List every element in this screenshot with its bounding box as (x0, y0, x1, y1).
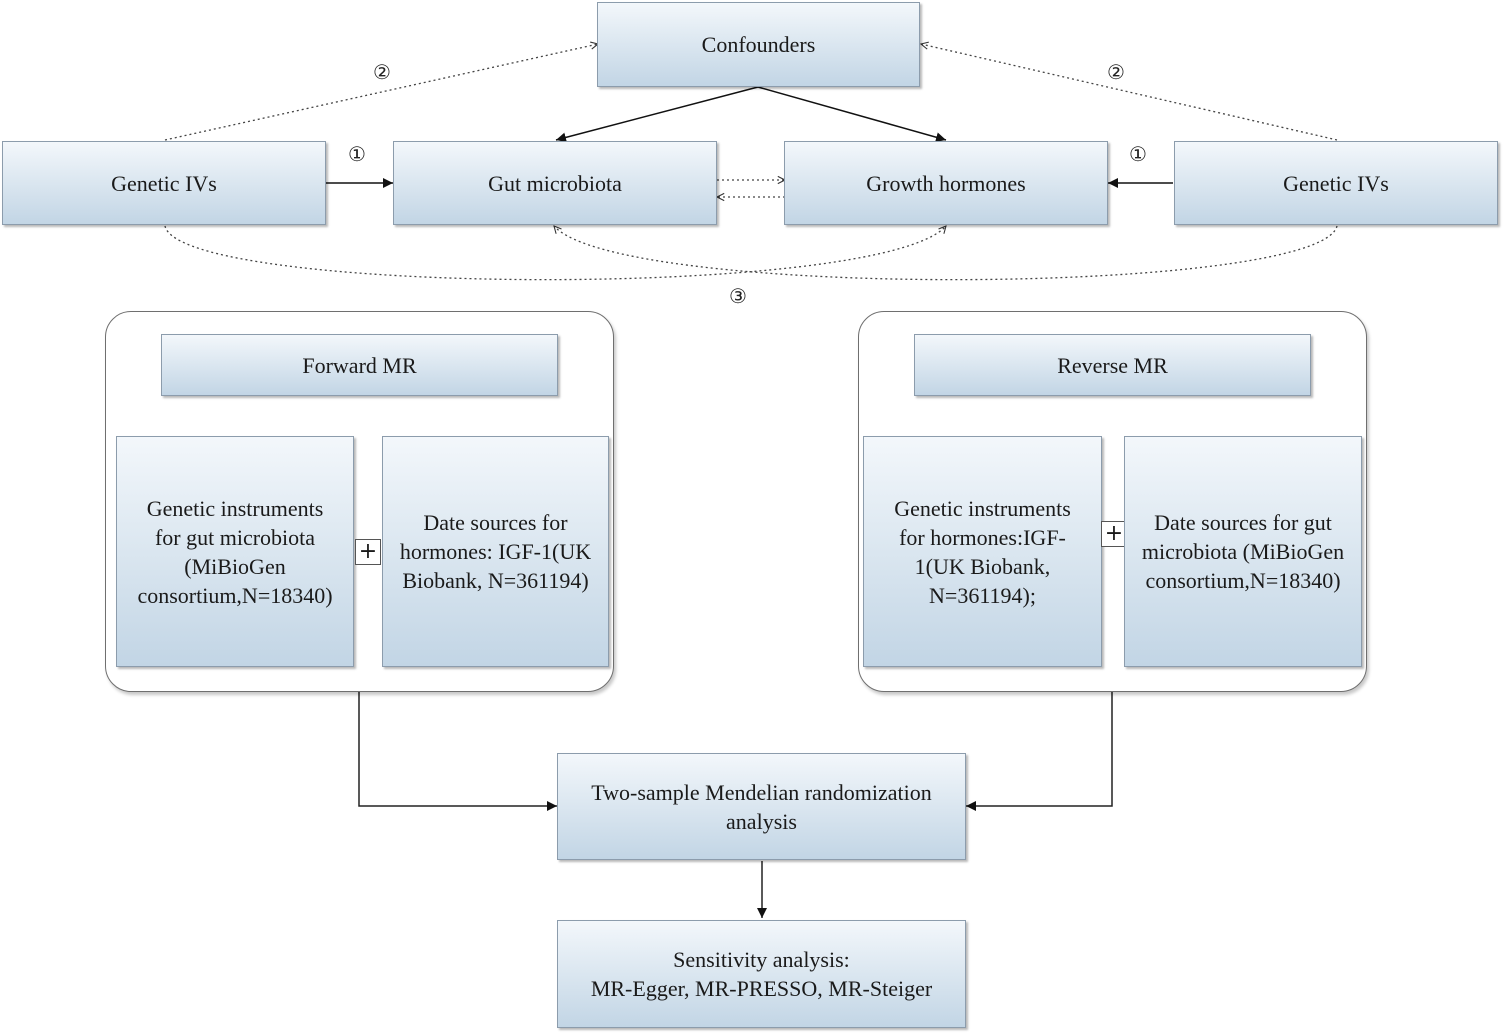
pathway-2-marker-right: ② (1107, 60, 1125, 84)
arrow-left-ivs-to-confounders-dotted (164, 44, 598, 141)
gut-microbiota-node: Gut microbiota (393, 141, 717, 225)
forward-mr-plus: + (355, 539, 381, 565)
arrow-left-ivs-to-growth-hormones-dotted (164, 226, 946, 281)
arrow-confounders-to-gut-microbiota (555, 86, 759, 143)
pathway-1-marker-right: ① (1129, 142, 1147, 166)
reverse-mr-sources-box: Date sources for gut microbiota (MiBioGe… (1124, 436, 1362, 667)
forward-mr-sources-box: Date sources for hormones: IGF-1(UK Biob… (382, 436, 609, 667)
genetic-ivs-left-node: Genetic IVs (2, 141, 326, 225)
growth-hormones-node: Growth hormones (784, 141, 1108, 225)
forward-mr-instruments-box: Genetic instruments for gut microbiota (… (116, 436, 354, 667)
arrow-forward-mr-to-analysis (358, 692, 557, 811)
arrow-right-ivs-to-confounders-dotted (921, 44, 1338, 141)
arrow-reverse-mr-to-analysis (966, 692, 1113, 811)
two-sample-mr-analysis-node: Two-sample Mendelian randomization analy… (557, 753, 966, 860)
forward-mr-title: Forward MR (161, 334, 558, 396)
genetic-ivs-right-node: Genetic IVs (1174, 141, 1498, 225)
arrow-confounders-to-growth-hormones (757, 86, 947, 143)
pathway-2-marker-left: ② (373, 60, 391, 84)
reverse-mr-plus: + (1101, 521, 1127, 547)
confounders-node: Confounders (597, 2, 920, 87)
reverse-mr-instruments-box: Genetic instruments for hormones:IGF- 1(… (863, 436, 1102, 667)
sensitivity-analysis-node: Sensitivity analysis: MR-Egger, MR-PRESS… (557, 920, 966, 1028)
arrow-right-ivs-to-gut-microbiota-dotted (554, 226, 1338, 281)
reverse-mr-title: Reverse MR (914, 334, 1311, 396)
pathway-3-marker: ③ (729, 284, 747, 308)
pathway-1-marker-left: ① (348, 142, 366, 166)
